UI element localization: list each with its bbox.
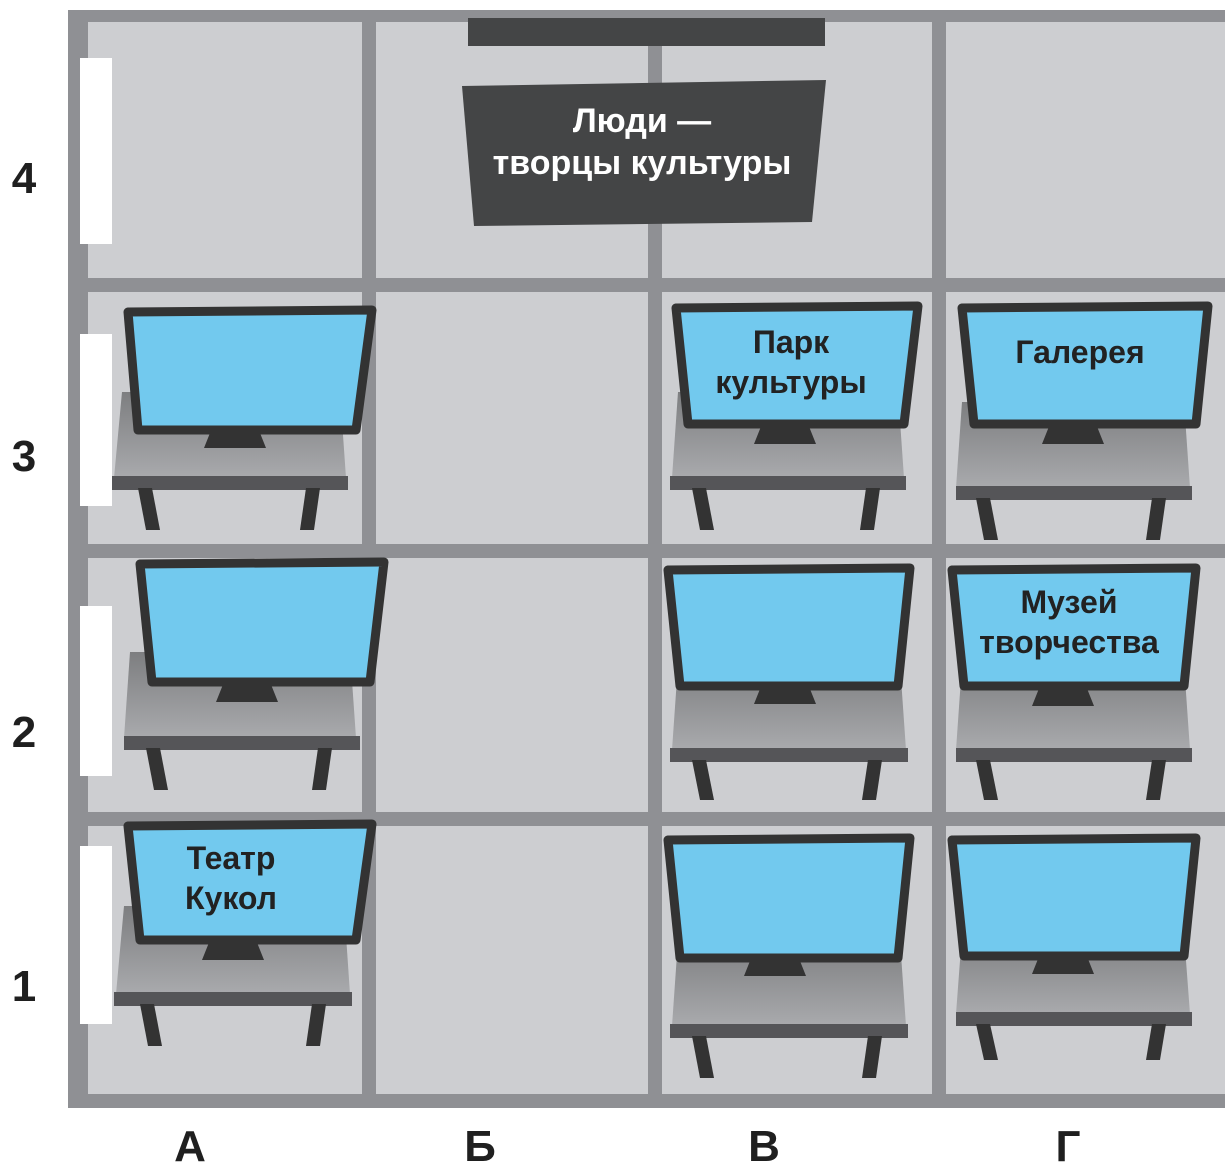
desk-leg	[862, 760, 882, 800]
desk-leg	[692, 488, 714, 530]
desk-leg	[1146, 1024, 1166, 1060]
desk-leg	[1146, 760, 1166, 800]
desk-leg	[976, 760, 998, 800]
monitor-screen	[663, 563, 915, 691]
desk-edge	[112, 476, 348, 490]
station-G2	[947, 563, 1201, 800]
monitor-stand	[202, 940, 264, 960]
monitor-stand	[216, 682, 278, 702]
row-label-2: 2	[11, 708, 37, 757]
station-G3	[956, 301, 1213, 540]
desk-leg	[692, 760, 714, 800]
screen-label-line: Музей	[1020, 584, 1118, 620]
station-V2	[663, 563, 915, 800]
screen-label-line: культуры	[715, 364, 867, 400]
desk-leg	[976, 1024, 998, 1060]
tile-B1	[376, 826, 648, 1094]
desk-edge	[670, 476, 906, 490]
monitor-screen	[135, 557, 389, 687]
tile-A4	[88, 22, 362, 278]
desk-leg	[306, 1004, 326, 1046]
station-A2	[124, 557, 389, 790]
monitor-screen	[947, 833, 1201, 961]
station-A1	[114, 819, 377, 1046]
screen-label-line: Кукол	[185, 880, 277, 916]
desk-leg	[1146, 498, 1166, 540]
wall-marker-row-3	[80, 334, 112, 506]
banner-line-1: Люди —	[572, 102, 712, 140]
screen-label-line: Парк	[752, 324, 830, 360]
wall-marker-row-4	[80, 58, 112, 244]
monitor-screen	[957, 301, 1213, 429]
desk-leg	[312, 748, 332, 790]
desk-leg	[862, 1036, 882, 1078]
station-V3	[670, 301, 923, 530]
top-bar	[468, 18, 825, 46]
monitor-screen	[123, 819, 377, 945]
desk-leg	[140, 1004, 162, 1046]
column-label-B: Б	[464, 1122, 496, 1171]
monitor-screen	[671, 301, 923, 429]
station-V1	[663, 833, 915, 1078]
station-A3	[112, 305, 377, 530]
screen-label-theatre: Театр Кукол	[126, 838, 336, 918]
station-G1	[947, 833, 1201, 1060]
screen-label-park: Парк культуры	[686, 322, 896, 402]
monitor-screen	[663, 833, 915, 963]
column-label-G: Г	[1055, 1122, 1081, 1171]
tile-B2	[376, 558, 648, 812]
desk-edge	[114, 992, 352, 1006]
desk-edge	[124, 736, 360, 750]
monitor-stand	[1042, 424, 1104, 444]
column-label-V: В	[748, 1122, 780, 1171]
banner-title: Люди — творцы культуры	[462, 100, 822, 184]
desk-leg	[692, 1036, 714, 1078]
desk-leg	[860, 488, 880, 530]
monitor-stand	[1032, 686, 1094, 706]
screen-label-line: Галерея	[1015, 334, 1145, 370]
screen-label-line: творчества	[979, 624, 1159, 660]
tile-G4	[946, 22, 1225, 278]
banner-line-2: творцы культуры	[492, 144, 792, 182]
column-label-A: А	[174, 1122, 206, 1171]
banner-sign	[462, 80, 826, 226]
desk-leg	[146, 748, 168, 790]
desk-edge	[670, 1024, 908, 1038]
row-label-1: 1	[11, 962, 37, 1011]
monitor-stand	[754, 424, 816, 444]
wall-marker-row-1	[80, 846, 112, 1024]
wall-markers	[80, 58, 112, 1024]
screen-label-museum: Музей творчества	[962, 582, 1176, 662]
monitor-screen	[947, 563, 1201, 691]
wall-marker-row-2	[80, 606, 112, 776]
row-label-4: 4	[11, 154, 37, 203]
desk-edge	[670, 748, 908, 762]
screen-label-gallery: Галерея	[972, 332, 1188, 372]
desk-leg	[138, 488, 160, 530]
desk-edge	[956, 748, 1192, 762]
tile-B3	[376, 292, 648, 544]
desk-edge	[956, 486, 1192, 500]
monitor-screen	[123, 305, 377, 435]
desk-edge	[956, 1012, 1192, 1026]
desk-leg	[300, 488, 320, 530]
desk-leg	[976, 498, 998, 540]
screen-label-line: Театр	[186, 840, 276, 876]
row-label-3: 3	[11, 432, 37, 481]
